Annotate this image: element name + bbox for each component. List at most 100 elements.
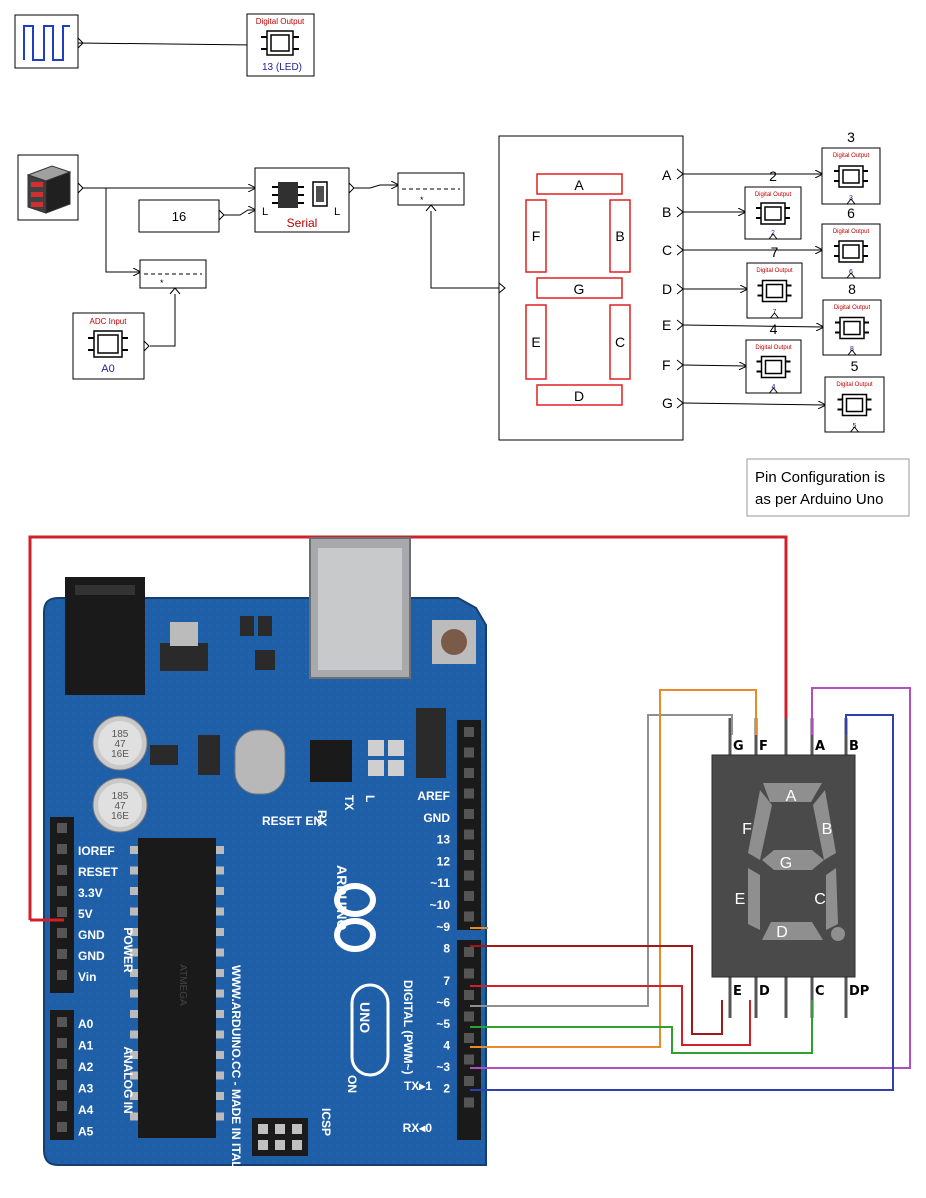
svg-text:A2: A2: [78, 1060, 94, 1074]
icsp-header: [252, 1118, 308, 1156]
svg-text:~3: ~3: [436, 1060, 450, 1074]
chip-icon: [756, 202, 790, 225]
adc-pin: A0: [101, 363, 114, 375]
svg-text:IOREF: IOREF: [78, 844, 115, 858]
seven-segment-block[interactable]: A F B G E C D: [498, 135, 684, 441]
svg-text:D: D: [574, 388, 584, 404]
constant-block[interactable]: 16: [138, 199, 220, 233]
atmega-chip: ATMEGA: [130, 838, 224, 1138]
chip-icon: [272, 182, 304, 208]
data-store-block[interactable]: [17, 154, 79, 221]
blue-wire: [470, 714, 894, 1091]
output-label-f: F: [662, 357, 671, 373]
multiply-block-lower[interactable]: *: [139, 259, 207, 295]
svg-text:A: A: [815, 739, 825, 754]
chip-icon: [261, 30, 299, 56]
svg-text:E: E: [733, 984, 742, 999]
segment-f: F: [525, 199, 547, 273]
chip-icon: [757, 279, 792, 303]
orange-wire: [470, 689, 757, 1048]
on-label: ON: [345, 1075, 359, 1093]
led-output-block[interactable]: Digital Output 13 (LED): [246, 13, 315, 77]
adc-input-block[interactable]: ADC Input A0: [72, 312, 145, 380]
output-number: 4: [770, 321, 778, 337]
svg-text:47: 47: [114, 801, 126, 812]
output-label-e: E: [662, 317, 671, 333]
svg-text:B: B: [822, 821, 833, 838]
crystal: [234, 729, 286, 795]
pulse-generator-block[interactable]: [14, 14, 79, 69]
svg-text:4: 4: [443, 1039, 450, 1053]
output-title: Digital Output: [755, 345, 792, 351]
output-label-c: C: [662, 242, 672, 258]
icsp-label: ICSP: [319, 1108, 333, 1136]
svg-text:GND: GND: [423, 811, 450, 825]
capacitor-1: 185 47 16E: [92, 715, 148, 771]
svg-text:2: 2: [443, 1082, 450, 1096]
svg-text:A0: A0: [78, 1017, 94, 1031]
tx-label: TX: [342, 795, 356, 810]
disp-seg-c: [826, 868, 838, 930]
power-header: [50, 817, 74, 993]
svg-text:B: B: [615, 228, 624, 244]
led-output-title: Digital Output: [256, 17, 305, 26]
purple-wire: [470, 687, 911, 1069]
serial-block[interactable]: Serial L L: [254, 167, 350, 233]
multiply-symbol: *: [160, 278, 164, 288]
chip-icon: [88, 330, 128, 358]
svg-text:D: D: [759, 984, 770, 999]
chip-icon: [835, 316, 869, 340]
svg-text:GND: GND: [78, 949, 105, 963]
uno-badge: [350, 983, 390, 1077]
arduino-uno-board: 185 47 16E 185 47 16E: [43, 537, 487, 1176]
darkred-wire: [470, 945, 723, 1035]
output-label-b: B: [662, 204, 671, 220]
segment-b: B: [609, 199, 631, 273]
svg-text:E: E: [735, 891, 746, 908]
svg-text:8: 8: [443, 942, 450, 956]
svg-text:DP: DP: [849, 984, 869, 999]
analog-in-label: ANALOG IN: [121, 1046, 135, 1113]
arduino-logo-icon: [334, 883, 376, 952]
svg-text:~5: ~5: [436, 1017, 450, 1031]
svg-text:B: B: [849, 739, 859, 754]
svg-text:A3: A3: [78, 1082, 94, 1096]
disp-seg-a: [763, 783, 822, 802]
svg-text:12: 12: [437, 854, 451, 868]
segment-output-wires: [676, 168, 825, 408]
multiply-block-upper[interactable]: *: [397, 172, 465, 212]
analog-header: [50, 1010, 74, 1140]
gray-wire: [470, 714, 733, 1007]
svg-text:13: 13: [437, 833, 451, 847]
svg-text:C: C: [615, 334, 625, 350]
disp-seg-g: [762, 850, 824, 870]
output-title: Digital Output: [833, 153, 870, 159]
reset-en-label: RESET EN: [262, 814, 322, 828]
disp-seg-f: [748, 790, 772, 860]
svg-text:GND: GND: [78, 928, 105, 942]
output-title: Digital Output: [836, 382, 873, 388]
svg-text:C: C: [814, 891, 826, 908]
segment-a: A: [536, 173, 623, 195]
serial-port-icon: [312, 181, 328, 207]
led-output-pin: 13 (LED): [262, 62, 302, 73]
pulse-wire: [77, 43, 255, 45]
svg-text:47: 47: [114, 739, 126, 750]
svg-text:5V: 5V: [78, 907, 93, 921]
green-wire: [470, 1000, 813, 1054]
serial-label: Serial: [287, 216, 318, 230]
output-number: 6: [847, 205, 855, 221]
svg-text:16E: 16E: [111, 749, 129, 760]
svg-text:A: A: [786, 788, 797, 805]
output-number: 8: [848, 281, 856, 297]
disp-seg-e: [748, 868, 760, 930]
